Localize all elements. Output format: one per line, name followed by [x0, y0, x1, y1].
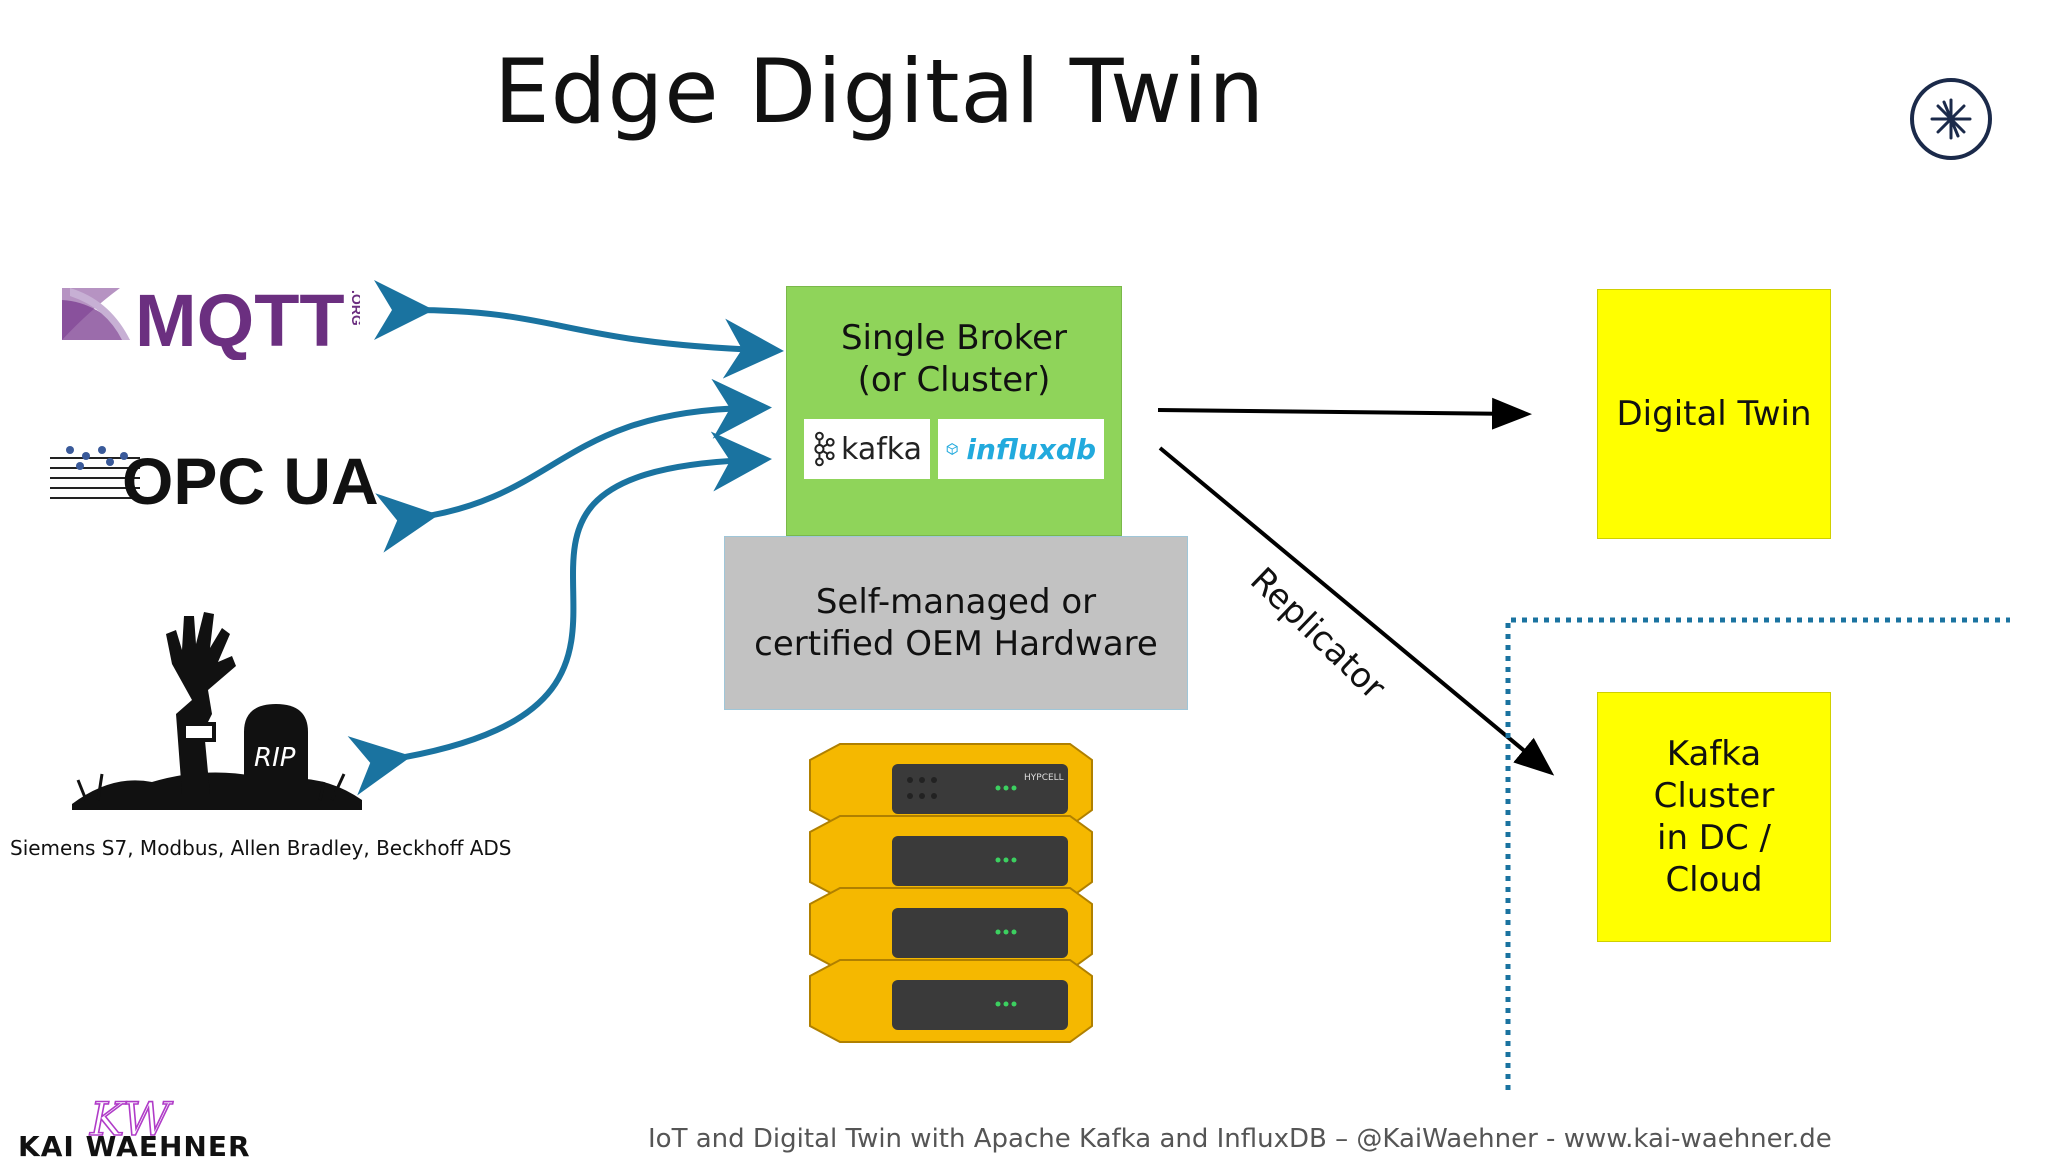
cloud-boundary: [1505, 617, 2010, 1090]
legacy-arrow: [347, 431, 772, 796]
replicator-arrow: [1158, 446, 1555, 776]
svg-text:.ORG: .ORG: [349, 290, 360, 326]
kw-monogram-icon: KW: [88, 1091, 174, 1147]
kafka-cluster-box: Kafka Cluster in DC / Cloud: [1597, 692, 1831, 942]
footer-text: IoT and Digital Twin with Apache Kafka a…: [648, 1124, 1832, 1154]
author-name: KAI WAEHNER: [18, 1130, 251, 1163]
to-digital-twin-arrow: [1157, 397, 1532, 430]
digital-twin-box: Digital Twin: [1597, 289, 1831, 539]
mqtt-logo-icon: MQTT .ORG: [62, 280, 360, 360]
zombie-grave-icon: RIP: [72, 612, 362, 810]
kafka-label: kafka: [840, 431, 922, 467]
server-stack-icon: HYPCELL: [809, 743, 1093, 1043]
digital-twin-label: Digital Twin: [1616, 394, 1812, 434]
kafka-icon: [814, 431, 835, 467]
kafka-badge: kafka: [804, 419, 930, 479]
confluent-logo-icon: [1910, 78, 1992, 160]
page-title: Edge Digital Twin: [494, 40, 1266, 143]
broker-line-1: Single Broker: [840, 318, 1068, 358]
hardware-line-1: Self-managed or: [815, 582, 1097, 622]
opcua-logo-icon: OPC UA: [50, 444, 379, 516]
svg-text:OPC UA: OPC UA: [122, 444, 379, 516]
cluster-line-3: in DC /: [1657, 818, 1771, 858]
mqtt-arrow: [373, 279, 784, 379]
influxdb-label: influxdb: [966, 432, 1096, 466]
broker-text: Single Broker (or Cluster): [841, 317, 1067, 401]
influxdb-icon: [946, 443, 958, 455]
svg-text:KW: KW: [89, 1092, 174, 1146]
influxdb-badge: influxdb: [938, 419, 1104, 479]
hardware-line-2: certified OEM Hardware: [754, 624, 1158, 664]
hardware-box: Self-managed or certified OEM Hardware: [724, 536, 1188, 710]
svg-text:HYPCELL: HYPCELL: [1024, 773, 1064, 783]
legacy-protocols-label: Siemens S7, Modbus, Allen Bradley, Beckh…: [10, 836, 512, 860]
cluster-line-1: Kafka: [1666, 734, 1762, 774]
svg-text:RIP: RIP: [254, 743, 296, 773]
broker-box: Single Broker (or Cluster) kafka influxd…: [786, 286, 1122, 536]
broker-line-2: (or Cluster): [857, 360, 1051, 400]
cluster-line-4: Cloud: [1665, 860, 1763, 900]
svg-text:MQTT: MQTT: [135, 280, 345, 360]
cluster-line-2: Cluster: [1653, 776, 1775, 816]
broker-badges: kafka influxdb: [804, 419, 1104, 479]
